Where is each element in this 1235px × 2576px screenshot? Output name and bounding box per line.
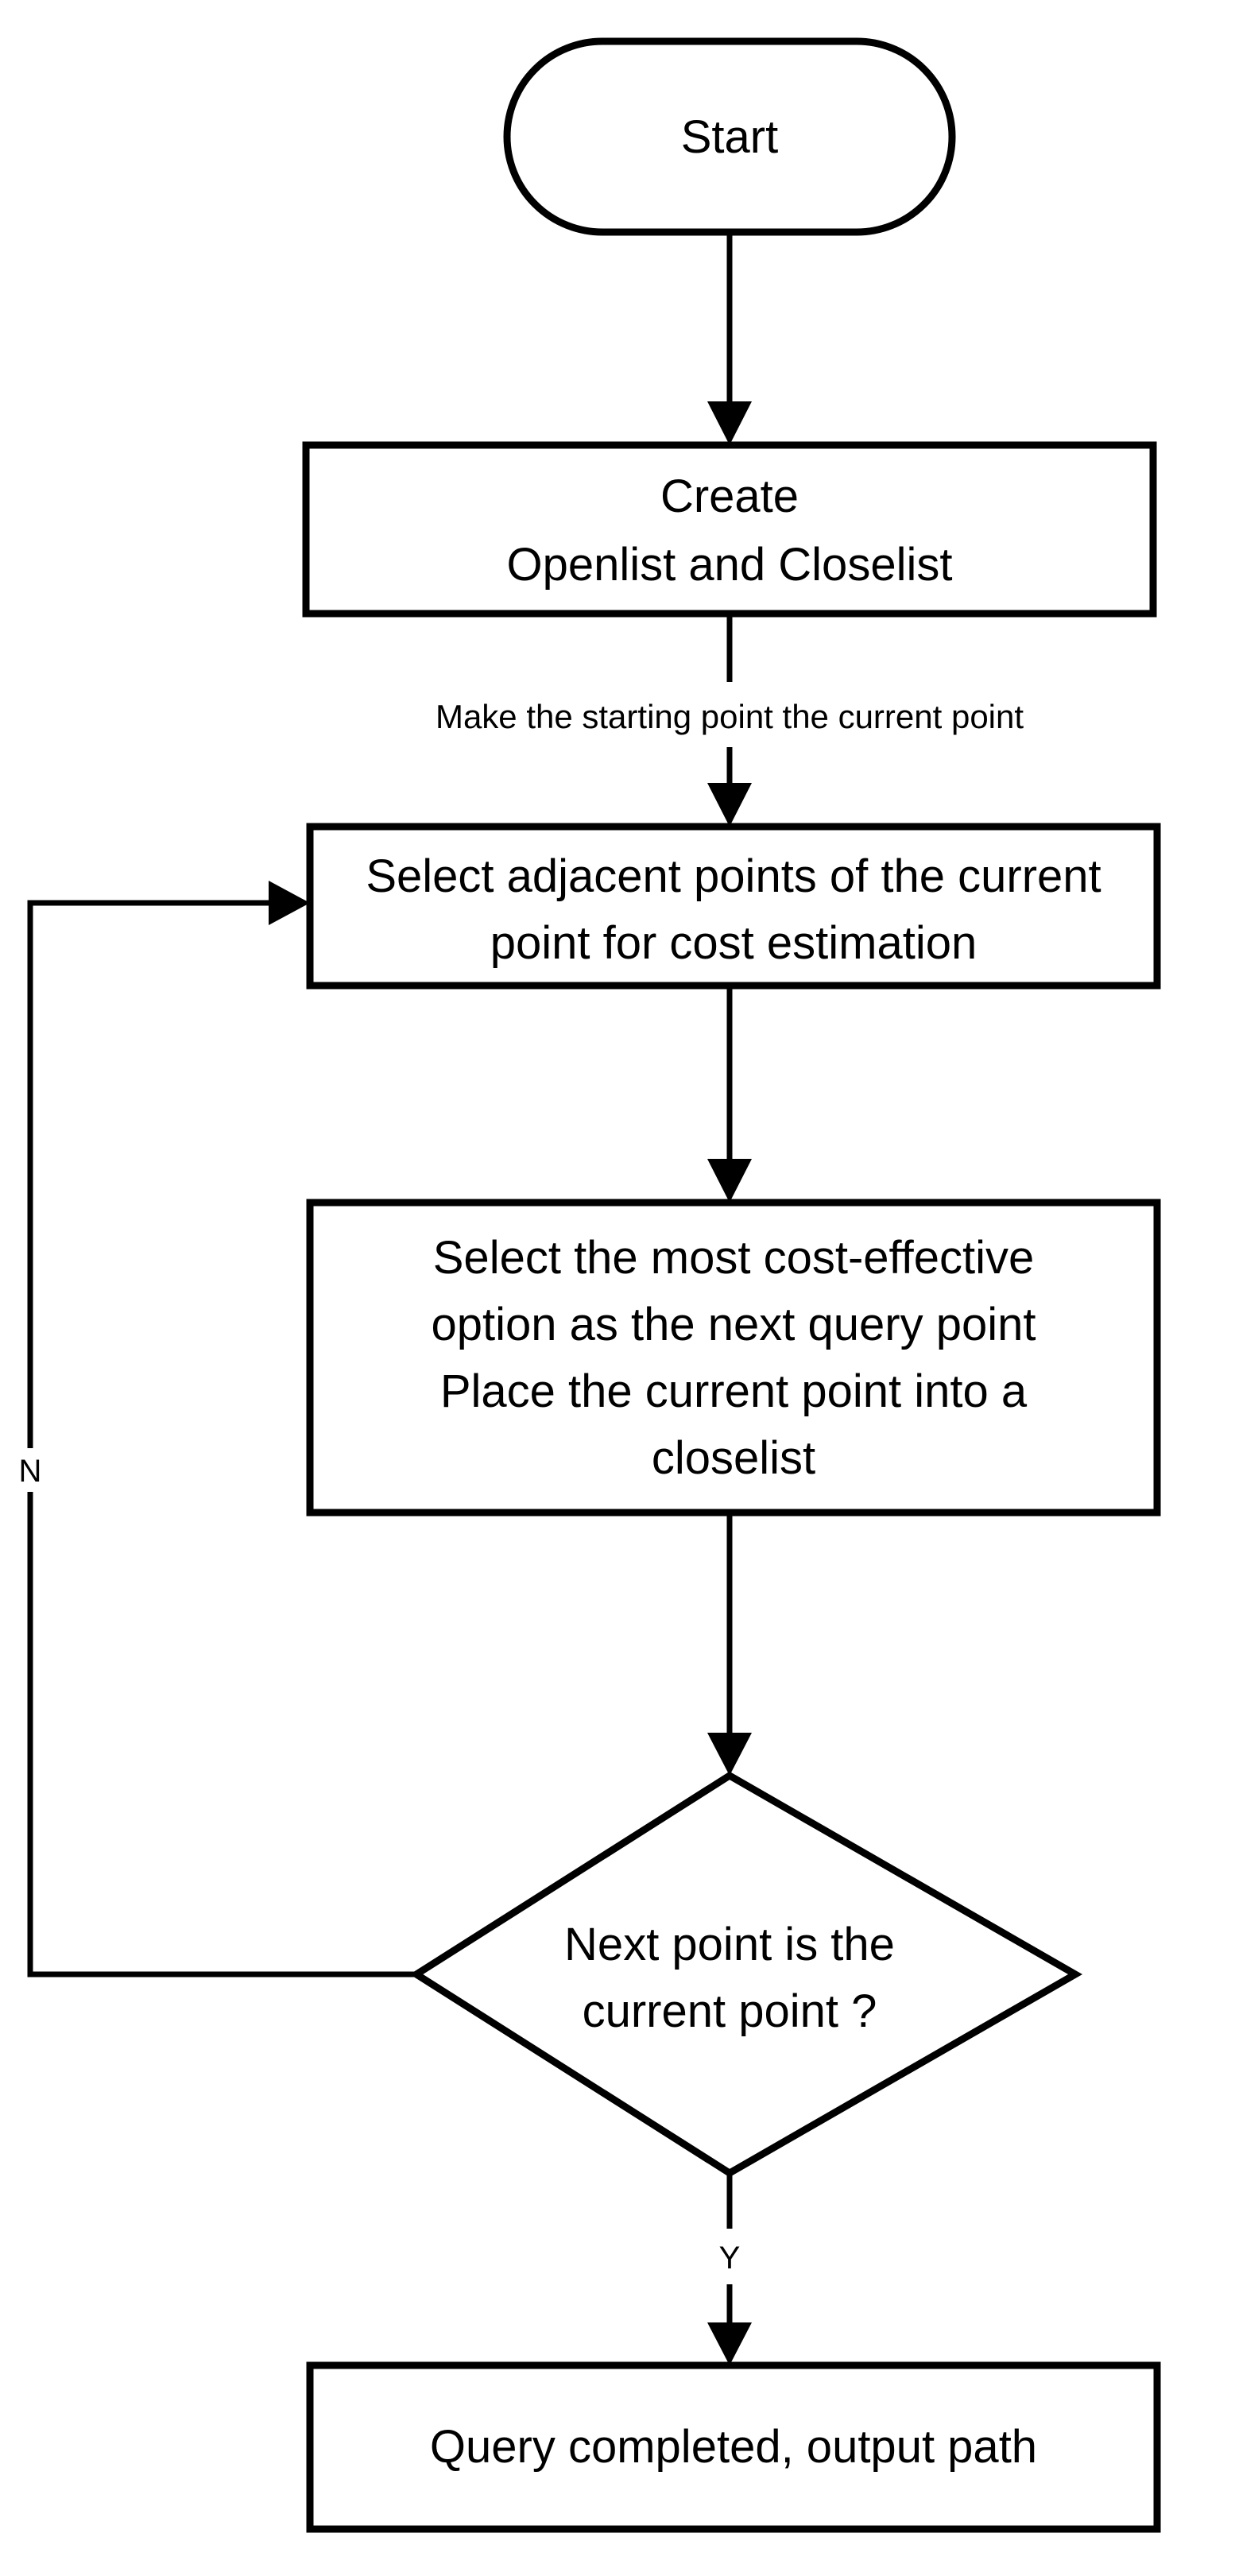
loop-connector-line [27,1492,416,1978]
start-label: Start [681,111,779,163]
arrowhead-icon [707,2322,752,2365]
branch-no-loop: N [19,881,416,1978]
select-best-line4: closelist [652,1432,815,1484]
loop-connector-line [27,900,274,1448]
end-box [306,2361,1161,2533]
arrowhead-icon [707,783,752,827]
select-best-line1: Select the most cost-effective [433,1232,1035,1284]
edge-label-make-start-current: Make the starting point the current poin… [436,698,1024,735]
decision-node: Next point is the current point ? [409,1771,1083,2178]
arrow-create-to-select-adjacent: Make the starting point the current poin… [436,614,1024,827]
select-best-line3: Place the current point into a [440,1365,1028,1417]
end-label: Query completed, output path [430,2421,1037,2473]
create-lists-node: Create Openlist and Closelist [302,441,1157,618]
create-lists-box [302,441,1157,618]
select-best-node: Select the most cost-effective option as… [306,1199,1161,1517]
arrowhead-icon [707,1733,752,1776]
branch-yes-label: Y [719,2241,741,2276]
arrow-start-to-create [707,232,752,445]
end-node: Query completed, output path [306,2361,1161,2533]
select-adjacent-box [306,823,1161,990]
branch-no-label: N [19,1454,42,1489]
select-best-line2: option as the next query point [432,1299,1036,1350]
decision-diamond-shape [409,1771,1083,2178]
arrowhead-icon [707,1159,752,1203]
decision-line2: current point ? [583,1985,877,2037]
arrowhead-icon [269,881,310,925]
decision-line1: Next point is the [564,1919,895,1970]
create-lists-line2: Openlist and Closelist [507,539,953,591]
arrowhead-icon [707,401,752,445]
arrow-select-best-to-decision [707,1513,752,1776]
create-lists-line1: Create [660,471,799,522]
branch-yes: Y [707,2173,752,2365]
start-node: Start [503,37,956,236]
arrow-select-adjacent-to-select-best [707,986,752,1203]
select-adjacent-node: Select adjacent points of the current po… [306,823,1161,990]
select-adjacent-line1: Select adjacent points of the current [366,850,1101,902]
select-best-box [306,1199,1161,1517]
select-adjacent-line2: point for cost estimation [490,917,978,969]
